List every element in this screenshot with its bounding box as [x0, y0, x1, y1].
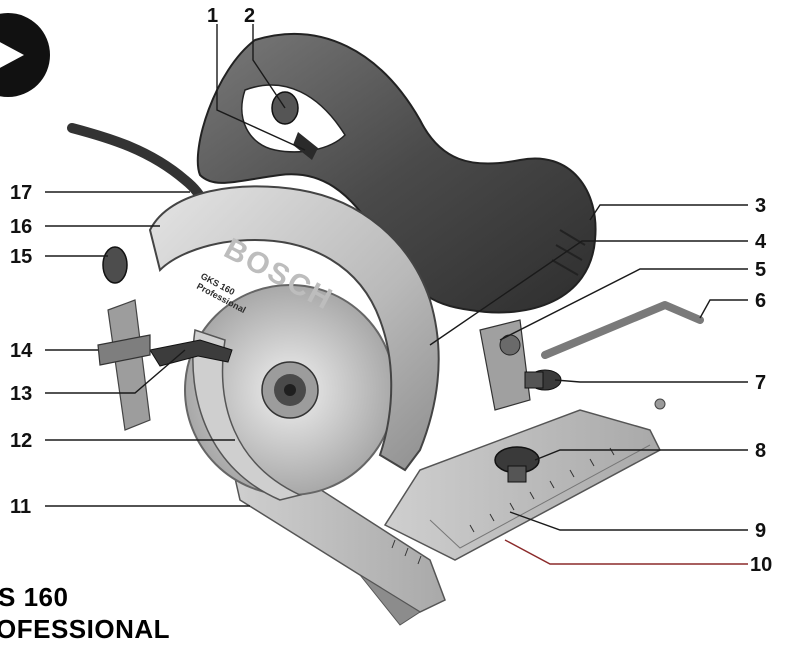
callout-11: 11 — [10, 496, 31, 518]
bevel-wing-bolt — [524, 369, 562, 391]
callout-10: 10 — [750, 554, 772, 576]
hex-key — [541, 301, 704, 359]
saw-housing — [196, 32, 597, 314]
page-corner-badge — [0, 13, 50, 97]
callout-1: 1 — [207, 5, 218, 27]
model-caption: S 160 OFESSIONAL — [0, 582, 170, 644]
callout-8: 8 — [755, 440, 766, 462]
guard-retracting-lever — [149, 339, 233, 367]
front-bracket — [97, 334, 151, 366]
callout-4: 4 — [755, 231, 767, 253]
callout-2: 2 — [244, 5, 255, 27]
parallel-guide-wing-bolt — [494, 446, 540, 483]
callout-13: 13 — [10, 383, 32, 405]
callout-14: 14 — [10, 340, 33, 362]
leader-lines — [45, 24, 748, 565]
callout-5: 5 — [755, 259, 766, 281]
callout-6: 6 — [755, 290, 766, 312]
callout-3: 3 — [755, 195, 766, 217]
model-caption-line2: OFESSIONAL — [0, 614, 170, 644]
spindle-lock-knob — [102, 246, 128, 284]
callout-16: 16 — [10, 216, 32, 238]
on-off-switch — [293, 132, 318, 160]
callout-15: 15 — [10, 246, 32, 268]
callout-7: 7 — [755, 372, 766, 394]
blade-hub — [261, 361, 319, 419]
callout-labels: 1 2 3 4 5 6 7 8 9 10 11 12 13 14 15 16 1… — [10, 5, 772, 576]
callout-9: 9 — [755, 520, 766, 542]
callout-17: 17 — [10, 182, 32, 204]
power-cable — [67, 123, 210, 210]
retracting-blade-guard — [192, 329, 303, 501]
model-caption-line1: S 160 — [0, 582, 68, 612]
riving-knife — [107, 299, 151, 431]
callout-12: 12 — [10, 430, 32, 452]
base-plate — [383, 398, 666, 561]
bevel-bracket — [479, 319, 531, 411]
